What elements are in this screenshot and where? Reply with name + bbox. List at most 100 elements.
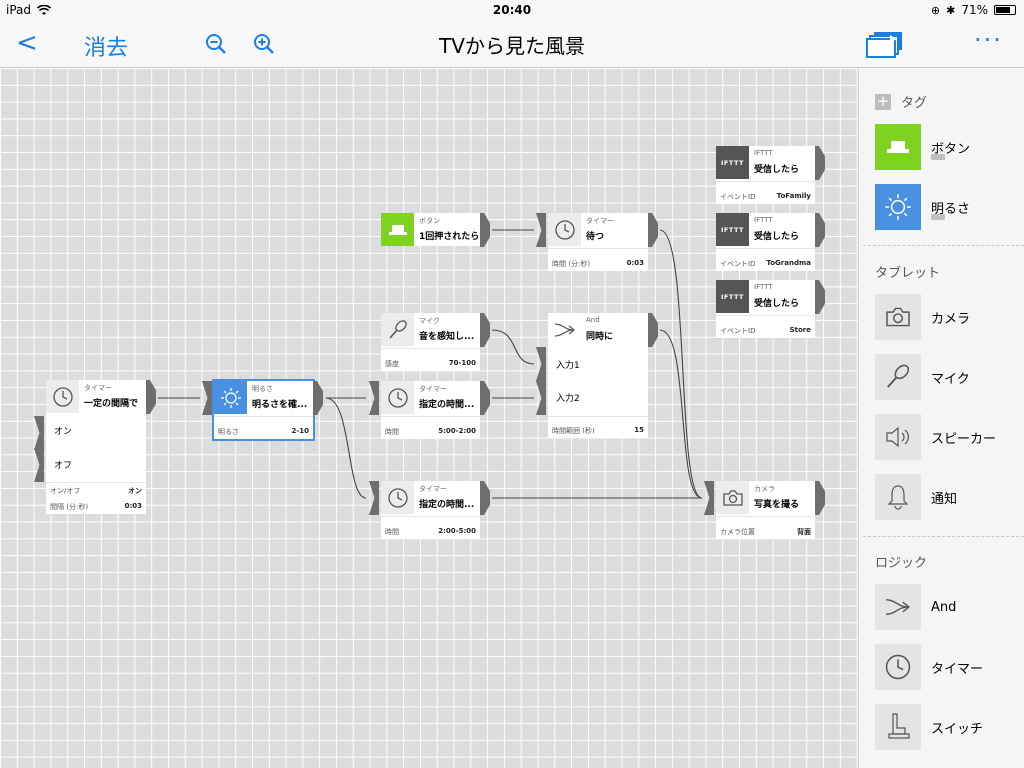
output-port[interactable] [480,313,490,347]
and-logic-icon [548,313,581,346]
flow-canvas[interactable]: タイマー 一定の間隔で オン オフ オン/オフオン 間隔 (分:秒)0:03 明… [0,68,858,768]
prop-camera-position[interactable]: カメラ位置背面 [720,527,811,537]
node-name: 明るさを確... [252,400,308,410]
divider [381,348,480,349]
output-port[interactable] [815,481,825,515]
prop-value: 5:00-2:00 [438,427,476,435]
node-camera[interactable]: カメラ 写真を撮る カメラ位置背面 [704,481,825,539]
status-bar: iPad 20:40 ⊕ ✱ 71% [0,0,1024,20]
node-timer-wait[interactable]: タイマー 待つ 時間 (分:秒)0:03 [536,213,658,271]
brightness-icon [875,184,921,230]
timer-icon [875,644,921,690]
prop-label: オン/オフ [50,487,81,495]
page-title: TVから見た風景 [439,34,585,58]
output-port[interactable] [480,213,490,247]
port-label-on: オン [54,427,73,437]
palette-sidebar[interactable]: + タグ ボタン 明るさ タブレット カメラ マイク スピーカー 通知 ロジック… [858,68,1024,768]
more-button[interactable]: ··· [974,26,1003,54]
output-port[interactable] [648,313,658,347]
node-type: 明るさ [252,385,273,393]
output-port[interactable] [815,280,825,314]
node-type: タイマー [419,485,447,493]
prop-value: 0:03 [124,502,142,510]
node-timer-interval[interactable]: タイマー 一定の間隔で オン オフ オン/オフオン 間隔 (分:秒)0:03 [34,380,156,514]
output-port[interactable] [815,213,825,247]
prop-value: 背面 [797,528,811,536]
prop-time-range[interactable]: 時間範囲 (秒)15 [552,426,644,436]
palette-label: カメラ [931,311,971,327]
palette-item-notification[interactable]: 通知 [875,474,1015,520]
prop-label: イベントID [720,260,756,268]
node-name: 一定の間隔で [84,399,139,409]
palette-item-timer[interactable]: タイマー [875,644,1015,690]
output-port[interactable] [480,481,490,515]
node-type: タイマー [84,384,112,392]
divider [548,248,648,249]
palette-item-microphone[interactable]: マイク [875,354,1015,400]
node-name: 音を感知し... [419,332,475,342]
section-divider [863,245,1024,246]
section-title: タグ [901,96,928,111]
palette-item-brightness[interactable]: 明るさ [875,184,1015,230]
status-time: 20:40 [492,3,532,17]
palette-item-speaker[interactable]: スピーカー [875,414,1015,460]
palette-item-button[interactable]: ボタン [875,124,1015,170]
add-tag-button[interactable]: + [875,91,891,110]
output-port[interactable] [815,146,825,180]
palette-label: 明るさ [931,201,971,217]
battery-indicator [931,154,945,160]
node-name: 写真を撮る [754,500,800,510]
wire-mic-and [491,329,535,365]
switch-lever-icon [875,704,921,750]
palette-item-camera[interactable]: カメラ [875,294,1015,340]
palette-item-and[interactable]: And [875,584,1015,630]
node-type: IFTTT [754,283,773,291]
prop-value: 2:00-5:00 [438,527,476,535]
node-button[interactable]: ボタン 1回押されたら [381,213,490,247]
back-button[interactable]: < [16,28,38,58]
prop-value: Store [789,326,811,334]
port-label-off: オフ [54,461,73,471]
node-name: 受信したら [754,232,800,242]
zoom-in-button[interactable] [252,32,276,62]
prop-value: ToFamily [776,192,811,200]
node-name: 指定の時間... [419,500,475,510]
prop-label: 明るさ [218,428,239,436]
delete-button[interactable]: 消去 [84,36,129,61]
node-type: ボタン [419,217,440,225]
zoom-out-button[interactable] [204,32,228,62]
palette-item-switch[interactable]: スイッチ [875,704,1015,750]
output-port[interactable] [146,380,156,414]
node-name: 受信したら [754,165,800,175]
button-tag-icon [875,124,921,170]
tablet-section-header: タブレット [875,262,940,281]
node-type: タイマー [419,385,447,393]
brightness-icon [214,381,247,414]
node-and[interactable]: And 同時に 入力1 入力2 時間範囲 (秒)15 [536,313,658,438]
section-title: ロジック [875,556,928,571]
output-port[interactable] [480,381,490,415]
divider [548,416,648,417]
prop-interval[interactable]: 間隔 (分:秒)0:03 [50,502,142,512]
prop-onoff[interactable]: オン/オフオン [50,486,142,496]
play-slides-button[interactable] [866,30,904,64]
output-port[interactable] [648,213,658,247]
microphone-icon [875,354,921,400]
output-port[interactable] [313,381,323,415]
logic-section-header: ロジック [875,552,927,571]
prop-duration[interactable]: 時間 (分:秒)0:03 [552,259,644,269]
